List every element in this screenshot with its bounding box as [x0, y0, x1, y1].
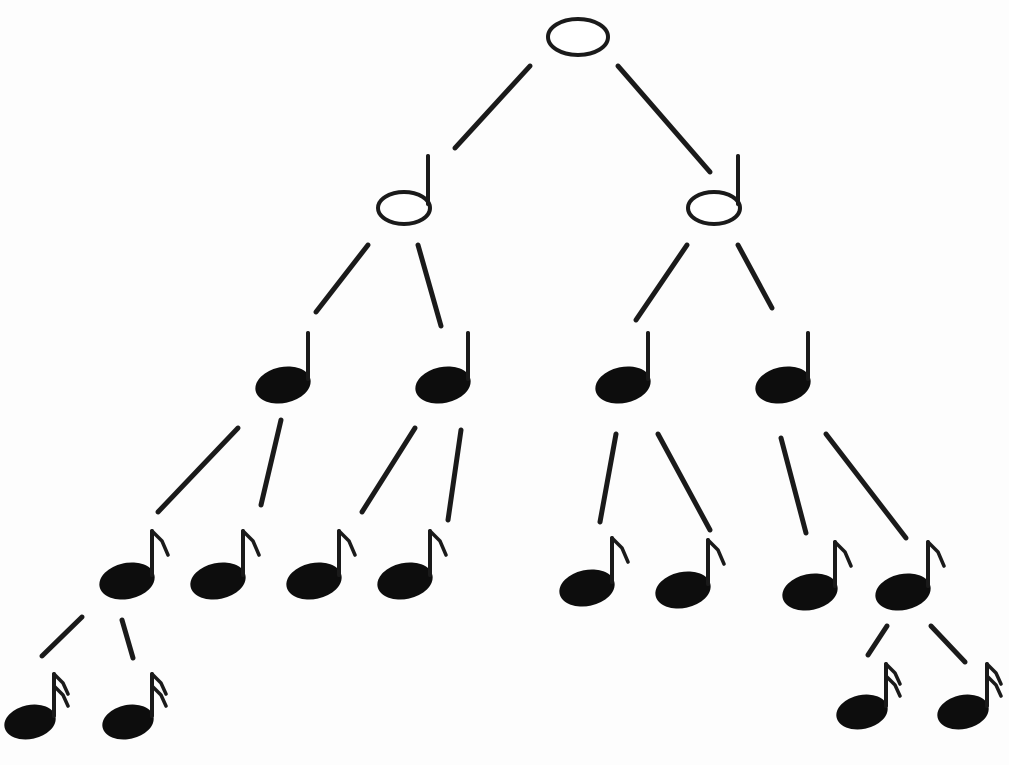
whole-note-head — [546, 17, 610, 57]
quarter-note — [595, 331, 651, 404]
half-note-head — [376, 190, 432, 226]
eighth-note-head — [655, 571, 711, 609]
eighth-note-head — [559, 569, 615, 607]
connector-line — [928, 623, 968, 665]
connector-line — [119, 617, 136, 661]
quarter-note — [255, 331, 311, 404]
note-flag — [241, 529, 261, 557]
eighth-note — [286, 529, 357, 600]
sixteenth-note — [4, 672, 70, 740]
connector-line — [415, 242, 444, 329]
note-flag — [337, 529, 357, 557]
connector-line — [823, 431, 909, 541]
quarter-note — [415, 331, 471, 404]
eighth-note — [782, 540, 853, 611]
connector-line — [258, 417, 284, 508]
eighth-note — [190, 529, 261, 600]
connector-line — [313, 242, 371, 315]
half-note-head — [686, 190, 742, 226]
note-flag — [884, 662, 902, 686]
note-flag — [52, 672, 70, 696]
quarter-note — [755, 331, 811, 404]
connector-line — [155, 425, 241, 515]
note-flag — [985, 674, 1003, 698]
note-flag — [926, 540, 946, 568]
note-flag — [985, 662, 1003, 686]
note-flag — [52, 684, 70, 708]
whole-note — [546, 17, 610, 57]
note-flag — [150, 672, 168, 696]
connector-line — [597, 431, 619, 525]
quarter-note-head — [595, 366, 651, 404]
connector-line — [778, 435, 809, 536]
connector-line — [452, 63, 533, 151]
connector-line — [655, 431, 713, 533]
eighth-note-head — [782, 573, 838, 611]
half-note — [686, 154, 742, 226]
sixteenth-note-head — [4, 704, 56, 740]
eighth-note-head — [99, 562, 155, 600]
eighth-note — [559, 536, 630, 607]
note-flag — [706, 538, 726, 566]
eighth-note-head — [377, 562, 433, 600]
quarter-note-head — [755, 366, 811, 404]
sixteenth-note — [102, 672, 168, 740]
note-flag — [150, 684, 168, 708]
connector-lines — [39, 63, 968, 665]
note-flag — [428, 529, 448, 557]
eighth-note — [875, 540, 946, 611]
eighth-note — [99, 529, 170, 600]
connector-line — [39, 614, 85, 659]
note-flag — [833, 540, 853, 568]
connector-line — [615, 63, 713, 175]
connector-line — [445, 427, 464, 523]
note-flag — [884, 674, 902, 698]
connector-line — [359, 425, 418, 515]
half-note — [376, 154, 432, 226]
sixteenth-note — [836, 662, 902, 730]
note-flag — [150, 529, 170, 557]
connector-line — [633, 242, 690, 323]
quarter-note-head — [415, 366, 471, 404]
sixteenth-note-head — [836, 694, 888, 730]
eighth-note — [655, 538, 726, 609]
sixteenth-note-head — [102, 704, 154, 740]
quarter-note-head — [255, 366, 311, 404]
sixteenth-note-head — [937, 694, 989, 730]
eighth-note — [377, 529, 448, 600]
connector-line — [865, 623, 890, 658]
eighth-note-head — [286, 562, 342, 600]
note-flag — [610, 536, 630, 564]
sixteenth-note — [937, 662, 1003, 730]
connector-line — [735, 242, 775, 311]
eighth-note-head — [875, 573, 931, 611]
eighth-note-head — [190, 562, 246, 600]
